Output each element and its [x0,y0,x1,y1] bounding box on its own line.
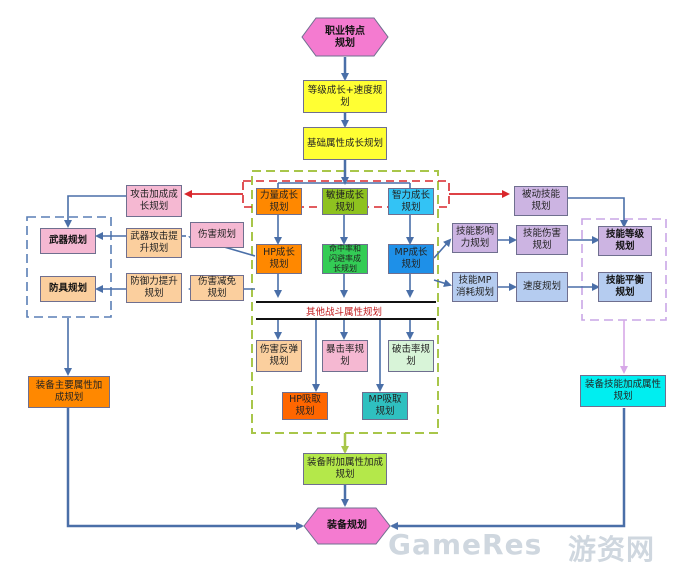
node-other-battle: 其他战斗属性规划 [306,307,383,318]
node-mp-absorb: MP吸取规划 [362,392,408,420]
node-agi: 敏捷成长规划 [322,188,368,215]
node-weapon: 武器规划 [40,228,96,254]
node-speed: 速度规划 [516,272,568,302]
node-skill-mp: 技能MP消耗规划 [452,272,498,302]
node-damage-reduce: 伤害减免规划 [190,275,244,301]
node-skill-level: 技能等级规划 [598,226,652,256]
node-equip-main: 装备主要属性加成规划 [28,376,110,408]
flow-arrow [64,195,126,228]
node-armor: 防具规划 [40,276,96,302]
node-crit: 暴击率规划 [322,340,368,372]
flow-arrow [433,279,452,288]
node-skill-balance: 技能平衡规划 [598,272,652,302]
node-hp-absorb: HP吸取规划 [282,392,328,420]
node-str: 力量成长规划 [256,188,302,215]
watermark-cn: 游资网 [568,533,656,566]
watermark-latin: GameRes [388,528,543,561]
node-int: 智力成长规划 [388,188,434,215]
node-passive-skill: 被动技能规划 [514,186,568,216]
node-level-growth: 等级成长+速度规划 [303,80,387,113]
flow-arrow [390,408,626,530]
node-hit: 命中率和闪避率成长规划 [322,244,368,274]
node-reflect: 伤害反弹规划 [256,340,302,372]
node-break: 破击率规划 [388,340,434,372]
node-equip-extra: 装备附加属性加成规划 [303,453,387,485]
node-defense: 防御力提升规划 [126,273,182,303]
node-equip-skill: 装备技能加成属性规划 [580,375,666,407]
node-mp: MP成长规划 [388,244,434,274]
flow-arrow [568,197,628,228]
end-shape [303,507,391,545]
node-skill-damage: 技能伤害规划 [516,225,568,255]
node-hp: HP成长规划 [256,244,302,274]
node-weapon-attack: 武器攻击提升规划 [126,228,182,258]
start-hexagon [301,17,389,57]
group-equip-dashed [26,216,112,318]
flow-arrow [66,408,304,530]
node-base-attr: 基础属性成长规划 [303,127,387,160]
node-attack-bonus: 攻击加成成长规划 [126,185,182,217]
node-equip-plan: 装备规划 [327,519,367,531]
node-damage: 伤害规划 [190,222,244,248]
node-profession: 职业特点规划 [325,25,365,50]
node-skill-influence: 技能影响力规划 [452,223,498,253]
flow-arrow [433,238,452,259]
